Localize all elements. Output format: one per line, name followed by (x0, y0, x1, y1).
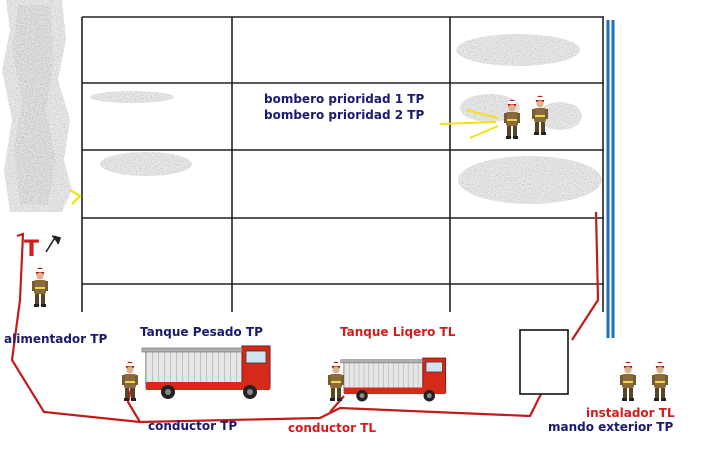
hose-lines (10, 211, 600, 424)
label-bombero-prioridad-2: bombero prioridad 2 TP (264, 108, 424, 122)
aerial-ladder (606, 20, 615, 338)
label-instalador: instalador TL (586, 406, 675, 420)
command-box-icon (519, 329, 569, 395)
label-conductor-tl: conductor TL (288, 421, 376, 435)
label-alimentador: alimentador TP (4, 332, 107, 346)
building-floors (81, 16, 604, 312)
firefighter-icon (32, 267, 48, 307)
stream-rays (69, 109, 499, 205)
label-conductor-tp: conductor TP (148, 419, 237, 433)
axe-icon (45, 235, 62, 253)
firefighter-icon (620, 361, 636, 401)
firefighter-icon (652, 361, 668, 401)
label-bombero-prioridad-1: bombero prioridad 1 TP (264, 92, 424, 106)
label-mando-exterior: mando exterior TP (548, 420, 673, 434)
t-sign: T (24, 237, 39, 262)
firefighter-icon (328, 361, 344, 401)
fire-truck-light-icon (340, 357, 447, 402)
label-tanque-pesado: Tanque Pesado TP (140, 325, 263, 339)
smoke-column-icon (2, 0, 72, 212)
fire-truck-heavy-icon (141, 345, 271, 400)
label-tanque-ligero: Tanque Liqero TL (340, 325, 456, 339)
firefighter-icon (532, 95, 548, 135)
